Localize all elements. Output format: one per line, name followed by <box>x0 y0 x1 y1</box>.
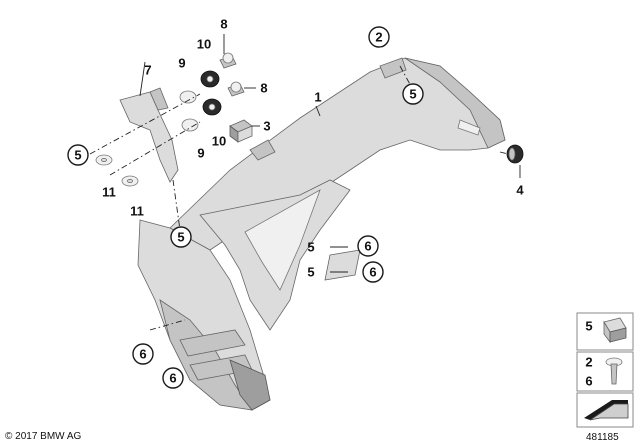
rubber-bushings <box>179 70 222 132</box>
legend: 5 2 6 <box>576 312 634 428</box>
callout-6a-label: 6 <box>364 239 371 254</box>
callout-6d-label: 6 <box>169 371 176 386</box>
grommet <box>506 144 524 164</box>
callout-5c-label: 5 <box>177 230 184 245</box>
main-bracket <box>137 57 506 411</box>
leader-lines <box>89 34 521 331</box>
callout-9a: 9 <box>178 56 185 71</box>
callout-11a: 11 <box>102 185 116 200</box>
cube-part <box>229 119 253 143</box>
bolts <box>219 52 245 97</box>
callout-5a-label: 5 <box>409 87 416 102</box>
callout-10a: 10 <box>197 37 211 52</box>
washers <box>95 154 139 187</box>
callout-5b-label: 5 <box>74 148 81 163</box>
callout-9a-label: 9 <box>178 56 185 71</box>
callout-8b-label: 8 <box>260 81 267 96</box>
copyright-notice: © 2017 BMW AG <box>5 431 82 442</box>
callout-4-label: 4 <box>516 183 524 198</box>
callout-11b-label: 11 <box>130 204 144 219</box>
callout-6b-label: 6 <box>369 265 376 280</box>
callout-7-label: 7 <box>144 63 151 78</box>
callout-2: 2 <box>368 26 390 48</box>
callout-4: 4 <box>516 183 524 198</box>
callout-11a-label: 11 <box>102 185 116 200</box>
callout-5c: 5 <box>170 226 192 248</box>
screw-icon <box>605 357 623 385</box>
callout-5a: 5 <box>402 83 424 105</box>
callout-9b-label: 9 <box>197 146 204 161</box>
callout-5d: 5 <box>307 240 314 255</box>
callout-3-label: 3 <box>263 119 270 134</box>
callout-6d: 6 <box>162 367 184 389</box>
callout-10a-label: 10 <box>197 37 211 52</box>
legend-box2-label-top: 2 <box>585 355 592 370</box>
diagram-id: 481185 <box>586 432 619 443</box>
callout-8b: 8 <box>260 81 267 96</box>
callout-8a-label: 8 <box>220 17 227 32</box>
clip-nut-icon <box>603 317 627 344</box>
callout-3: 3 <box>263 119 270 134</box>
callout-9b: 9 <box>197 146 204 161</box>
callout-5b: 5 <box>67 144 89 166</box>
legend-box2-label-bottom: 6 <box>585 374 592 389</box>
callout-11b: 11 <box>130 204 144 219</box>
callout-8a: 8 <box>220 17 227 32</box>
callout-2-label: 2 <box>375 30 382 45</box>
callout-5e-label: 5 <box>307 265 314 280</box>
callout-5e: 5 <box>307 265 314 280</box>
callout-10b-label: 10 <box>212 134 226 149</box>
callout-5d-label: 5 <box>307 240 314 255</box>
legend-box1-label: 5 <box>585 319 592 334</box>
callout-10b: 10 <box>212 134 226 149</box>
callout-6c-label: 6 <box>139 347 146 362</box>
callout-6b: 6 <box>362 261 384 283</box>
callout-6c: 6 <box>132 343 154 365</box>
callout-1: 1 <box>314 90 321 105</box>
callout-7: 7 <box>144 63 151 78</box>
arrow-icon <box>584 400 629 421</box>
callout-1-label: 1 <box>314 90 321 105</box>
holder-plate <box>119 87 179 183</box>
callout-6a: 6 <box>357 235 379 257</box>
